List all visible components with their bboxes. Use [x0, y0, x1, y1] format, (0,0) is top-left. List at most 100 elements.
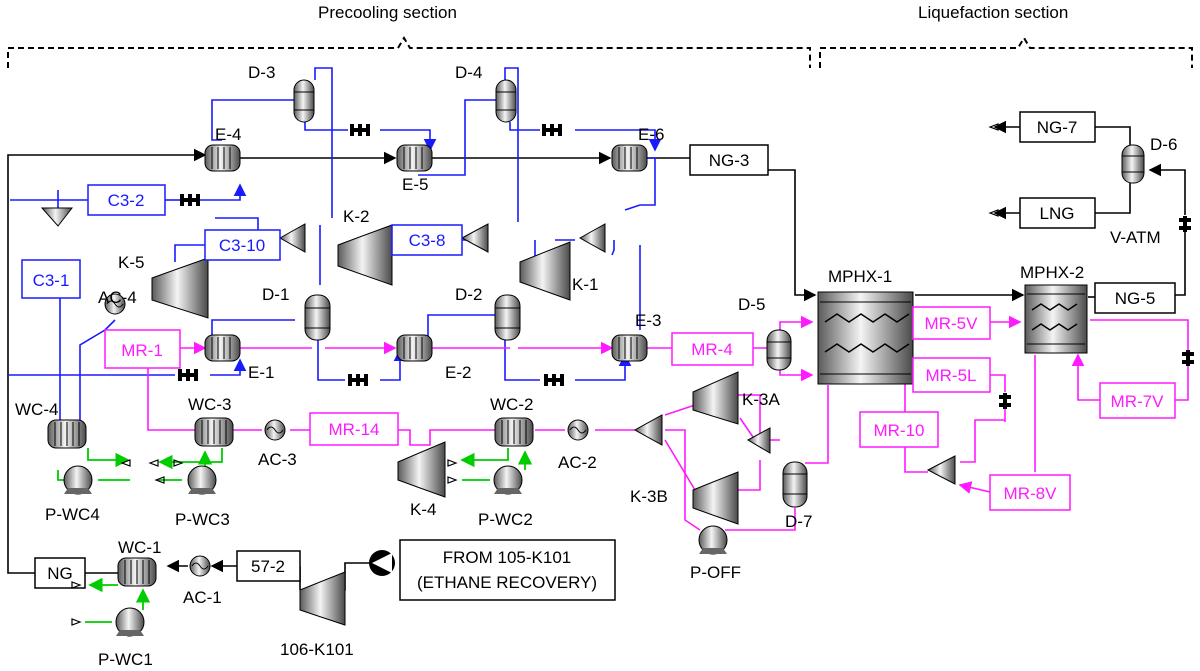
svg-text:C3-10: C3-10	[219, 236, 265, 255]
svg-text:C3-1: C3-1	[33, 271, 70, 290]
svg-text:57-2: 57-2	[251, 557, 285, 576]
feed-source-arrow-icon	[369, 550, 395, 576]
drum-d7	[782, 461, 808, 508]
label-wc2: WC-2	[490, 395, 533, 414]
svg-text:MR-5L: MR-5L	[925, 366, 976, 385]
natural-gas-lines	[7, 120, 1186, 591]
stream-ng-5: NG-5	[1094, 282, 1176, 314]
label-v-atm: V-ATM	[1110, 228, 1161, 247]
air-cooler-ac3	[264, 419, 286, 441]
water-cooler-wc2	[494, 417, 534, 447]
label-106-k101: 106-K101	[280, 640, 354, 659]
valve-icons	[178, 124, 1194, 409]
svg-text:C3-8: C3-8	[409, 231, 446, 250]
label-p-wc2: P-WC2	[478, 510, 533, 529]
stream-mr-7v: MR-7V	[1099, 382, 1176, 419]
heat-exchanger-e4	[204, 144, 241, 172]
stream-lng: LNG	[1019, 197, 1096, 229]
mphx-1-exchanger	[817, 291, 914, 385]
mphx-2-exchanger	[1024, 284, 1088, 354]
drum-d6	[1121, 144, 1145, 184]
stream-c3-10: C3-10	[204, 229, 281, 261]
heat-exchanger-e6	[611, 144, 648, 172]
svg-text:C3-2: C3-2	[108, 191, 145, 210]
compressor-k3a	[692, 371, 739, 425]
stream-mr-1: MR-1	[104, 329, 181, 369]
label-d2: D-2	[455, 285, 482, 304]
label-k2: K-2	[343, 207, 369, 226]
air-cooler-ac2	[567, 419, 589, 441]
pump-p-wc2	[493, 465, 523, 495]
drum-d2	[494, 294, 521, 341]
label-wc3: WC-3	[188, 395, 231, 414]
stream-ng-7: NG-7	[1019, 111, 1096, 143]
pump-p-wc3	[187, 465, 217, 495]
label-k3a: K-3A	[742, 390, 780, 409]
mixer-c3-8	[460, 223, 489, 253]
compressor-k2	[337, 224, 393, 286]
drum-d4	[495, 79, 517, 123]
air-cooler-ac1	[189, 555, 211, 577]
label-k5: K-5	[118, 253, 144, 272]
stream-mr-10: MR-10	[859, 411, 939, 448]
stream-mr-5v: MR-5V	[912, 306, 991, 340]
label-p-wc4: P-WC4	[45, 505, 100, 524]
compressor-k5	[151, 257, 209, 319]
label-e4: E-4	[215, 125, 241, 144]
svg-text:NG: NG	[47, 564, 73, 583]
label-d5: D-5	[738, 295, 765, 314]
svg-text:MR-1: MR-1	[121, 341, 163, 360]
mixer-k1	[578, 223, 606, 253]
drum-d1	[304, 294, 331, 341]
mixer-mr10	[926, 455, 956, 485]
svg-text:MR-8V: MR-8V	[1004, 484, 1058, 503]
label-p-wc1: P-WC1	[98, 650, 153, 669]
stream-mr-4: MR-4	[671, 332, 754, 366]
outlet-arrow-icons	[71, 123, 999, 626]
stream-mr-14: MR-14	[309, 412, 399, 446]
pump-p-off	[698, 525, 728, 555]
label-e6: E-6	[638, 125, 664, 144]
stream-mr-5l: MR-5L	[912, 357, 991, 393]
compressor-106-k101	[299, 571, 346, 626]
pump-p-wc1	[115, 607, 145, 637]
mixer-k3	[746, 427, 771, 454]
splitter-c3-1	[40, 207, 74, 227]
stream-ng-3: NG-3	[689, 144, 769, 176]
water-cooler-wc3	[194, 417, 234, 447]
svg-text:MR-14: MR-14	[328, 420, 379, 439]
stream-c3-1: C3-1	[21, 259, 81, 299]
heat-exchanger-e5	[396, 144, 433, 172]
compressor-k4	[397, 441, 446, 498]
svg-text:MR-10: MR-10	[873, 421, 924, 440]
label-ac2: AC-2	[558, 453, 597, 472]
stream-c3-8: C3-8	[391, 224, 463, 256]
label-ac4: AC-4	[98, 288, 137, 307]
mixer-c3-10	[278, 223, 306, 253]
label-k1: K-1	[572, 275, 598, 294]
compressor-k1	[519, 241, 571, 301]
precooling-brace	[7, 36, 811, 68]
label-d1: D-1	[262, 285, 289, 304]
air-cooler-ac4	[104, 293, 126, 315]
label-mphx-2: MPHX-2	[1020, 263, 1084, 282]
mixed-refrigerant-lines	[147, 315, 1189, 531]
stream-c3-2: C3-2	[87, 184, 166, 216]
label-k3b: K-3B	[630, 487, 668, 506]
stream-ng: NG	[34, 557, 86, 589]
label-wc4: WC-4	[15, 400, 58, 419]
heat-exchanger-e2	[396, 334, 433, 362]
drum-d5	[766, 329, 792, 371]
drum-d3	[293, 79, 315, 123]
equipment-labels: D-3 D-4 E-4 E-5 E-6 K-2 K-5 K-1 AC-4 D-1…	[15, 63, 1177, 669]
label-d6: D-6	[1150, 135, 1177, 154]
svg-text:(ETHANE RECOVERY): (ETHANE RECOVERY)	[417, 573, 597, 592]
liquefaction-section-title: Liquefaction section	[918, 3, 1068, 22]
mixer-mr	[633, 414, 663, 446]
label-e1: E-1	[248, 363, 274, 382]
label-mphx-1: MPHX-1	[828, 267, 892, 286]
heat-exchanger-e3	[611, 334, 648, 362]
label-ac3: AC-3	[258, 450, 297, 469]
label-e2: E-2	[445, 363, 471, 382]
